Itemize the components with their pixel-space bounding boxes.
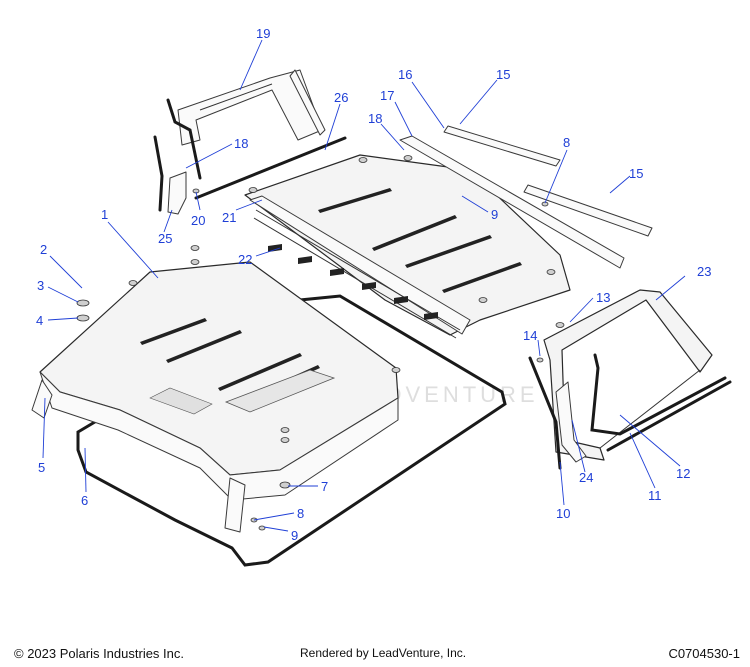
callout-3: 3 bbox=[37, 278, 44, 293]
callout-21: 21 bbox=[222, 210, 236, 225]
callout-1: 1 bbox=[101, 207, 108, 222]
header-bar-part-21 bbox=[249, 195, 471, 339]
callout-5: 5 bbox=[38, 460, 45, 475]
rear-roof-panel-part-26 bbox=[244, 154, 571, 336]
seal-upper-left bbox=[153, 135, 164, 212]
strip-upper bbox=[194, 136, 347, 200]
callout-9-lower: 9 bbox=[291, 528, 298, 543]
callout-15-upper: 15 bbox=[496, 67, 510, 82]
copyright-notice: © 2023 Polaris Industries Inc. bbox=[14, 646, 184, 661]
callout-22: 22 bbox=[238, 252, 252, 267]
seal-part-12 bbox=[590, 353, 727, 436]
callout-8-upper: 8 bbox=[563, 135, 570, 150]
seal-upper-left-2 bbox=[166, 98, 202, 180]
callout-7: 7 bbox=[321, 479, 328, 494]
callout-8-lower: 8 bbox=[297, 506, 304, 521]
callout-11: 11 bbox=[648, 488, 662, 503]
bracket-part-25 bbox=[167, 171, 187, 215]
callout-6: 6 bbox=[81, 493, 88, 508]
diagram-reference-code: C0704530-1 bbox=[668, 646, 740, 661]
leader-lines bbox=[42, 39, 686, 532]
callout-18-right: 18 bbox=[368, 111, 382, 126]
callout-24: 24 bbox=[579, 470, 593, 485]
rail-part-15-upper bbox=[443, 125, 561, 167]
callout-17: 17 bbox=[380, 88, 394, 103]
rail-part-15-lower bbox=[523, 184, 653, 237]
callout-26: 26 bbox=[334, 90, 348, 105]
rendered-by-credit: Rendered by LeadVenture, Inc. bbox=[300, 646, 467, 660]
callout-9-upper: 9 bbox=[491, 207, 498, 222]
rail-part-16 bbox=[399, 135, 625, 269]
callout-2: 2 bbox=[40, 242, 47, 257]
main-roof-part-1 bbox=[31, 261, 399, 533]
callout-14: 14 bbox=[523, 328, 537, 343]
strip-part-11 bbox=[606, 380, 732, 452]
bracket-part-24 bbox=[555, 381, 587, 463]
callout-15-lower: 15 bbox=[629, 166, 643, 181]
callout-20: 20 bbox=[191, 213, 205, 228]
rear-frame-part-19 bbox=[177, 69, 326, 146]
callout-16: 16 bbox=[398, 67, 412, 82]
callout-13: 13 bbox=[596, 290, 610, 305]
callout-10: 10 bbox=[556, 506, 570, 521]
callout-23: 23 bbox=[697, 264, 711, 279]
callout-12: 12 bbox=[676, 466, 690, 481]
callout-18-left: 18 bbox=[234, 136, 248, 151]
callout-25: 25 bbox=[158, 231, 172, 246]
roof-seal-part-6 bbox=[76, 294, 507, 567]
fastener-hardware bbox=[76, 155, 565, 531]
callout-4: 4 bbox=[36, 313, 43, 328]
seal-part-10 bbox=[528, 356, 562, 470]
callout-19: 19 bbox=[256, 26, 270, 41]
callout-labels: 1 2 3 4 5 6 7 8 9 8 9 10 11 12 13 14 15 … bbox=[36, 26, 711, 543]
